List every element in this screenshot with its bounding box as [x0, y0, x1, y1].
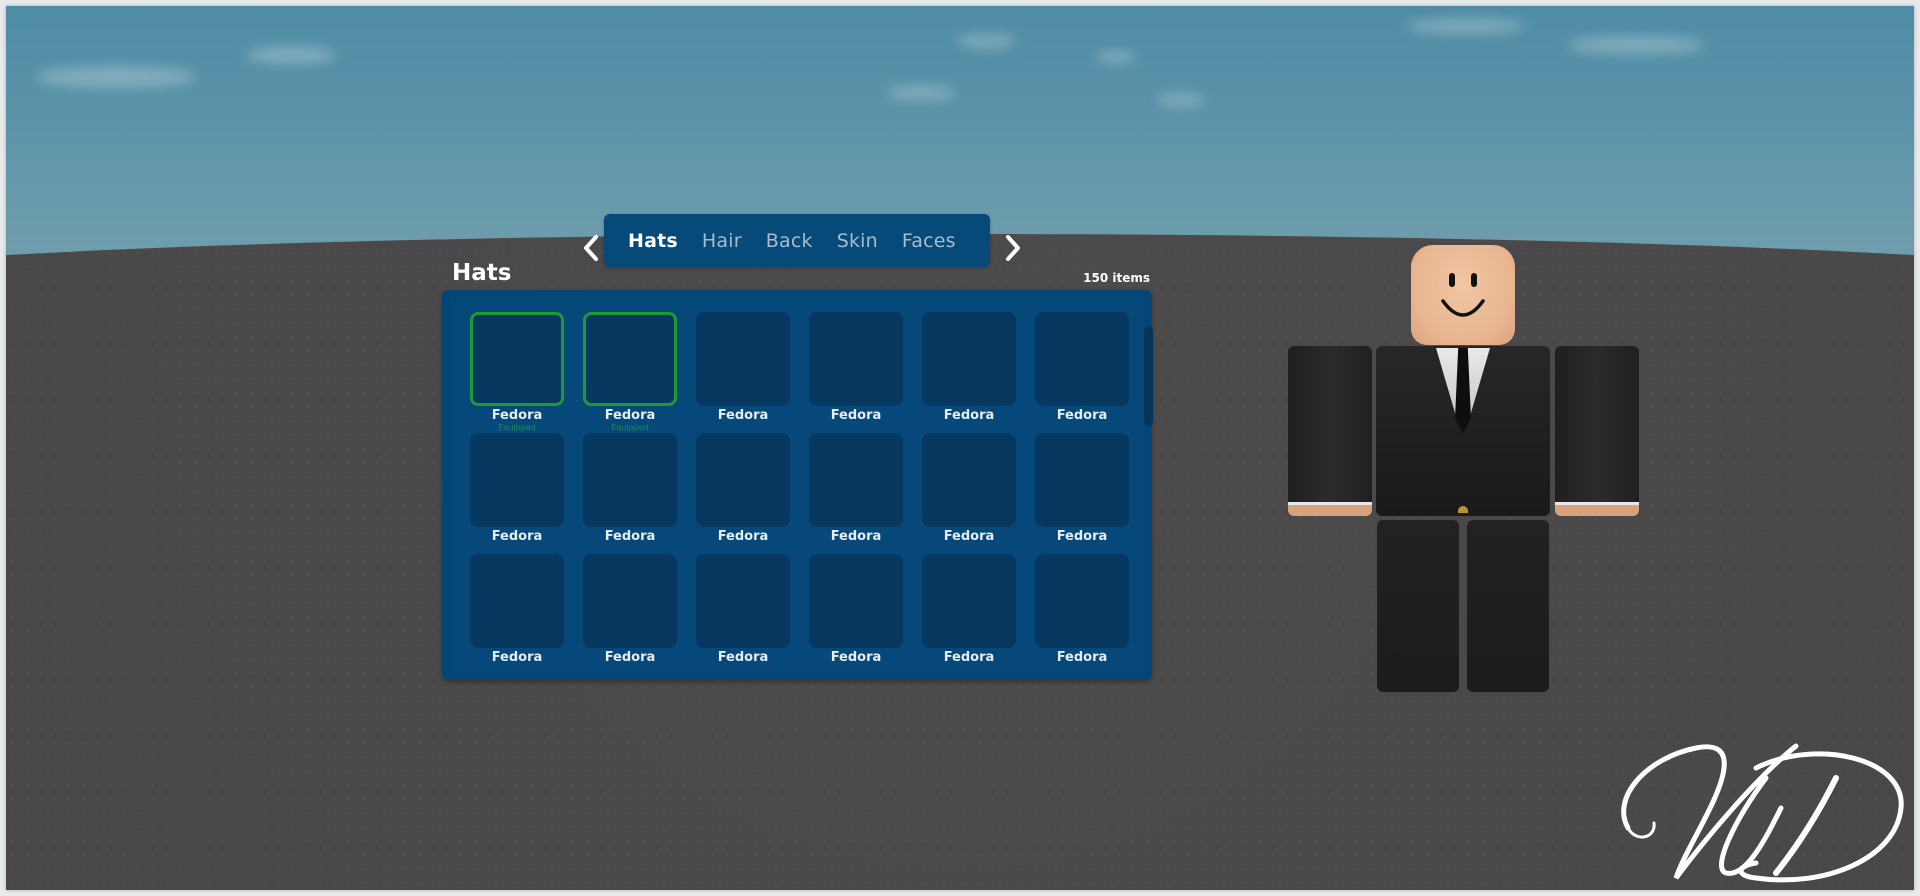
item-card[interactable]: Fedora: [922, 554, 1016, 675]
item-card[interactable]: Fedora: [922, 433, 1016, 554]
item-name: Fedora: [491, 408, 543, 423]
item-name: Fedora: [717, 650, 769, 665]
inventory-panel-inner: Fedora Equipped Fedora Equipped Fedora F…: [450, 298, 1153, 675]
cloud: [956, 34, 1016, 48]
item-thumbnail: [470, 433, 564, 527]
avatar-cuff: [1555, 502, 1639, 516]
item-thumbnail: [922, 312, 1016, 406]
next-category-button[interactable]: [998, 231, 1028, 265]
item-card[interactable]: Fedora: [809, 433, 903, 554]
prev-category-button[interactable]: [576, 231, 606, 265]
item-card[interactable]: Fedora: [470, 433, 564, 554]
avatar-head: [1411, 245, 1515, 345]
item-name: Fedora: [830, 529, 882, 544]
item-thumbnail: [696, 433, 790, 527]
item-card[interactable]: Fedora: [696, 554, 790, 675]
avatar-tie: [1455, 348, 1471, 434]
cloud: [36, 66, 196, 88]
item-card[interactable]: Fedora: [1035, 554, 1129, 675]
item-name: Fedora: [717, 408, 769, 423]
cloud: [1406, 18, 1526, 34]
avatar-cuff: [1288, 502, 1372, 516]
item-grid: Fedora Equipped Fedora Equipped Fedora F…: [470, 312, 1129, 675]
avatar-belt-buckle: [1458, 506, 1468, 513]
item-thumbnail: [470, 312, 564, 406]
item-name: Fedora: [604, 408, 656, 423]
chevron-right-icon: [1006, 235, 1020, 261]
inventory-panel: Fedora Equipped Fedora Equipped Fedora F…: [442, 290, 1153, 680]
chevron-left-icon: [584, 235, 598, 261]
item-card-equipped[interactable]: Fedora Equipped: [470, 312, 564, 433]
cloud: [1096, 51, 1136, 63]
item-name: Fedora: [1056, 408, 1108, 423]
tab-hair[interactable]: Hair: [701, 229, 742, 252]
item-card[interactable]: Fedora: [1035, 312, 1129, 433]
item-card[interactable]: Fedora: [1035, 433, 1129, 554]
item-name: Fedora: [717, 529, 769, 544]
avatar-eye: [1471, 273, 1477, 287]
item-card[interactable]: Fedora: [470, 554, 564, 675]
item-status: Equipped: [498, 423, 536, 432]
avatar-left-leg: [1377, 520, 1459, 692]
item-name: Fedora: [491, 650, 543, 665]
item-name: Fedora: [1056, 650, 1108, 665]
item-name: Fedora: [943, 529, 995, 544]
item-status: Equipped: [611, 423, 649, 432]
avatar-preview[interactable]: [1280, 240, 1650, 700]
tab-back[interactable]: Back: [765, 229, 813, 252]
inventory-scrollbar[interactable]: [1144, 326, 1153, 426]
item-thumbnail: [583, 433, 677, 527]
item-name: Fedora: [1056, 529, 1108, 544]
item-thumbnail: [583, 312, 677, 406]
avatar-right-leg: [1467, 520, 1549, 692]
item-card-equipped[interactable]: Fedora Equipped: [583, 312, 677, 433]
item-count: 150 items: [1083, 271, 1150, 285]
item-thumbnail: [696, 554, 790, 648]
item-name: Fedora: [943, 650, 995, 665]
item-name: Fedora: [943, 408, 995, 423]
item-card[interactable]: Fedora: [696, 312, 790, 433]
item-thumbnail: [809, 312, 903, 406]
item-thumbnail: [1035, 312, 1129, 406]
category-tab-bar: Hats Hair Back Skin Faces: [604, 214, 990, 267]
item-thumbnail: [470, 554, 564, 648]
avatar-right-arm: [1555, 346, 1639, 516]
cloud: [886, 86, 956, 100]
item-card[interactable]: Fedora: [809, 554, 903, 675]
tab-hats[interactable]: Hats: [628, 229, 678, 252]
item-thumbnail: [809, 554, 903, 648]
cloud: [1156, 94, 1206, 106]
item-card[interactable]: Fedora: [696, 433, 790, 554]
item-thumbnail: [809, 433, 903, 527]
item-thumbnail: [1035, 433, 1129, 527]
item-card[interactable]: Fedora: [922, 312, 1016, 433]
vd-logo-watermark: [1621, 743, 1904, 883]
item-thumbnail: [922, 433, 1016, 527]
section-title: Hats: [452, 260, 512, 286]
avatar-eye: [1449, 273, 1455, 287]
item-name: Fedora: [604, 529, 656, 544]
item-thumbnail: [1035, 554, 1129, 648]
item-name: Fedora: [491, 529, 543, 544]
smile-icon: [1441, 299, 1485, 317]
item-thumbnail: [922, 554, 1016, 648]
item-thumbnail: [696, 312, 790, 406]
cloud: [1566, 36, 1706, 54]
item-card[interactable]: Fedora: [809, 312, 903, 433]
item-name: Fedora: [604, 650, 656, 665]
item-card[interactable]: Fedora: [583, 433, 677, 554]
avatar-torso: [1376, 346, 1550, 516]
item-thumbnail: [583, 554, 677, 648]
cloud: [246, 46, 336, 64]
item-name: Fedora: [830, 650, 882, 665]
tab-skin[interactable]: Skin: [836, 229, 878, 252]
avatar-left-arm: [1288, 346, 1372, 516]
item-name: Fedora: [830, 408, 882, 423]
item-card[interactable]: Fedora: [583, 554, 677, 675]
tab-faces[interactable]: Faces: [901, 229, 956, 252]
